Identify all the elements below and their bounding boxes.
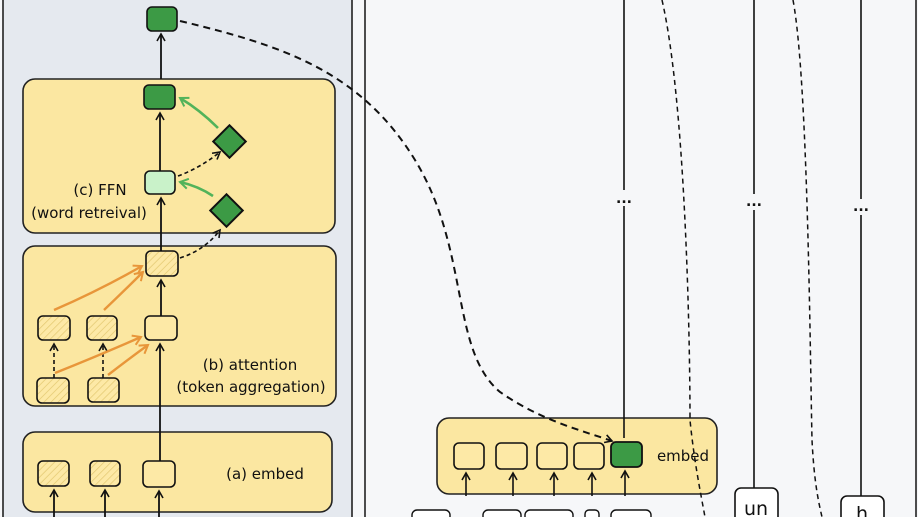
right-embed-node-1 — [453, 442, 485, 470]
token-box-1 — [411, 509, 451, 517]
memory-value-diamond — [208, 192, 245, 229]
right-embed-node-3 — [536, 442, 568, 470]
attention-box — [22, 245, 337, 407]
attention-label-line1: (b) attention — [203, 356, 297, 374]
token-box-h — [840, 495, 885, 517]
embed-node-1 — [37, 460, 70, 487]
token-label-h: h — [856, 503, 868, 517]
right-embed-node-4 — [573, 442, 605, 470]
attn-input-node-1 — [36, 377, 70, 404]
embed-node-3 — [142, 460, 176, 488]
ellipsis-3: ... — [853, 199, 869, 215]
orange-arrow-1 — [53, 264, 144, 312]
ffn-intermediate-node — [144, 170, 176, 195]
token-box-5 — [610, 509, 652, 517]
ellipsis-bg-2 — [744, 194, 764, 210]
token-box-2 — [482, 509, 522, 517]
ffn-box — [22, 78, 336, 234]
ellipsis-2: ... — [746, 194, 762, 210]
green-arrow-top — [178, 96, 219, 129]
ffn-label-line2: (word retreival) — [31, 204, 147, 222]
attn-node-3 — [144, 315, 178, 341]
ellipsis-bg-3 — [851, 199, 871, 215]
orange-arrow-4 — [107, 343, 150, 376]
output-node — [146, 6, 178, 32]
dashed-curve-2 — [792, 0, 823, 517]
attn-node-1 — [37, 315, 71, 341]
retrieval-dashed-arrow — [179, 20, 614, 444]
ffn-output-node — [143, 84, 176, 110]
embed-node-2 — [89, 460, 121, 487]
orange-arrow-3 — [54, 334, 143, 375]
token-box-4 — [584, 509, 600, 517]
attention-label-line2: (token aggregation) — [176, 378, 325, 396]
ellipsis-1: ... — [616, 191, 632, 207]
green-arrow-bottom — [178, 177, 214, 198]
orange-arrow-2 — [103, 270, 145, 311]
embed-label-right: embed — [657, 447, 709, 465]
attn-node-2 — [86, 315, 118, 341]
ffn-label-line1: (c) FFN — [73, 181, 126, 199]
dashed-to-key — [177, 150, 222, 177]
right-embed-node-2 — [495, 442, 528, 470]
token-label-un: un — [744, 498, 768, 517]
token-box-un — [734, 487, 779, 517]
embed-label-left: (a) embed — [226, 465, 304, 483]
embed-box-left — [22, 431, 333, 513]
ellipsis-bg-1 — [614, 190, 634, 206]
attention-output-node — [145, 250, 179, 277]
right-embed-node-green — [610, 441, 643, 468]
attn-input-node-2 — [87, 377, 120, 403]
token-box-3 — [524, 509, 574, 517]
dashed-to-value — [179, 228, 221, 259]
dashed-curve-1 — [661, 0, 706, 517]
memory-key-diamond — [211, 123, 248, 160]
